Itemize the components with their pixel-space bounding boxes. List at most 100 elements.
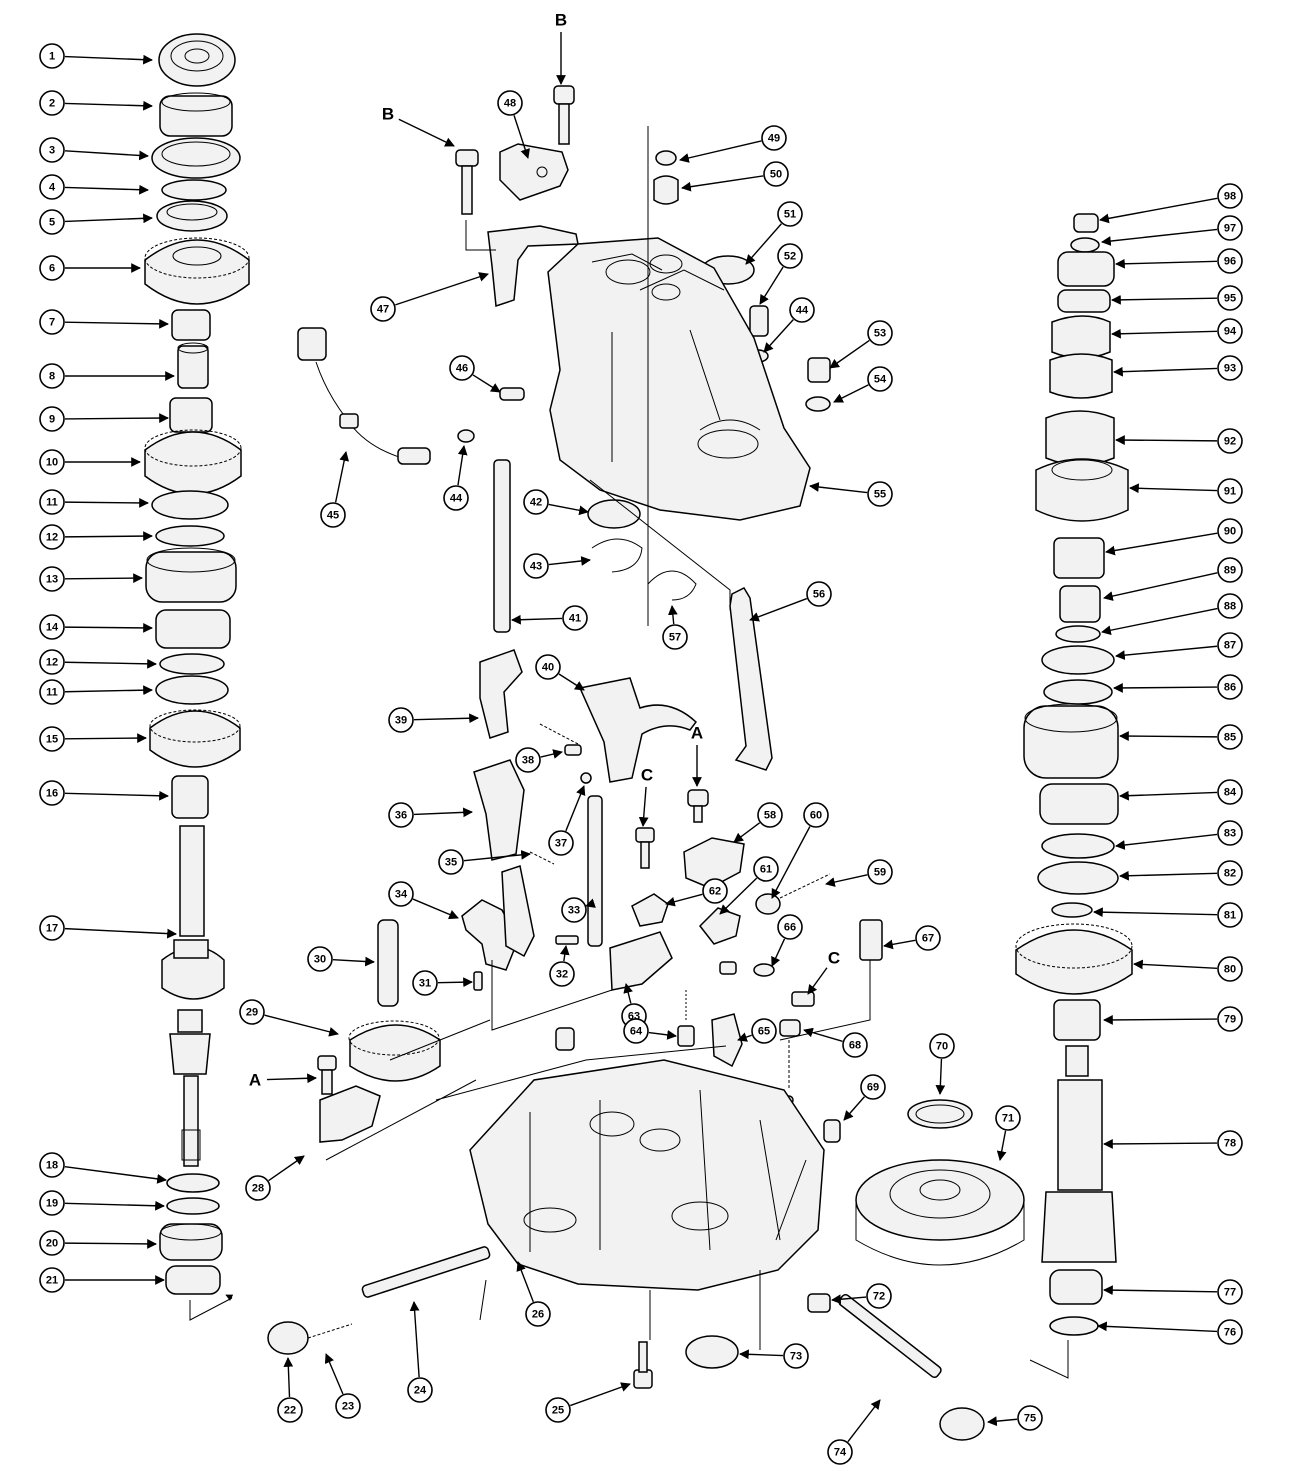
leader-arrow bbox=[548, 503, 589, 516]
callout-number: 87 bbox=[1224, 640, 1236, 652]
callout-number: 61 bbox=[760, 864, 772, 876]
callout-number: 35 bbox=[445, 857, 457, 869]
callout-circle bbox=[239, 999, 265, 1025]
leader-arrow bbox=[648, 1030, 677, 1040]
leader-arrow bbox=[395, 272, 489, 306]
callout-number: 68 bbox=[849, 1040, 861, 1052]
leader-arrow bbox=[1115, 833, 1218, 850]
callout-circle bbox=[915, 925, 941, 951]
leader-arrow bbox=[413, 713, 479, 724]
callout-circle bbox=[1217, 820, 1243, 846]
callout-number: 97 bbox=[1224, 223, 1236, 235]
callout-circle bbox=[1217, 902, 1243, 928]
callout-number: 58 bbox=[764, 810, 776, 822]
callout-circle bbox=[751, 1018, 777, 1044]
callout-circle bbox=[39, 363, 65, 389]
callout-circle bbox=[777, 914, 803, 940]
callout-circle bbox=[827, 1439, 853, 1465]
callout-circle bbox=[1217, 428, 1243, 454]
callout-circle bbox=[777, 201, 803, 227]
callout-number: 26 bbox=[532, 1309, 544, 1321]
callout-number: 31 bbox=[419, 978, 431, 990]
callout-number: 62 bbox=[709, 886, 721, 898]
callout-number: 81 bbox=[1224, 910, 1236, 922]
leader-arrow bbox=[667, 605, 678, 625]
callout-number: 24 bbox=[414, 1385, 427, 1397]
callout-circle bbox=[1217, 1130, 1243, 1156]
callout-number: 30 bbox=[314, 954, 326, 966]
callout-number: 44 bbox=[796, 305, 809, 317]
leader-arrow bbox=[516, 1261, 534, 1303]
callout-number: 11 bbox=[46, 497, 58, 509]
leader-arrow bbox=[833, 384, 869, 403]
callout-number: 85 bbox=[1224, 732, 1236, 744]
leader-arrow bbox=[413, 807, 473, 818]
callout-number: 57 bbox=[669, 632, 681, 644]
leader-arrow bbox=[64, 1166, 167, 1184]
callout-number: 43 bbox=[530, 561, 542, 573]
callout-number: 12 bbox=[46, 657, 58, 669]
leader-arrow bbox=[64, 184, 149, 195]
leader-arrow bbox=[829, 339, 870, 369]
callout-number: 33 bbox=[568, 905, 580, 917]
callout-number: 84 bbox=[1224, 787, 1237, 799]
callout-number: 39 bbox=[395, 715, 407, 727]
callout-number: 34 bbox=[395, 889, 408, 901]
leader-arrow bbox=[334, 451, 350, 503]
callout-circle bbox=[995, 1105, 1021, 1131]
callout-circle bbox=[1217, 183, 1243, 209]
leader-arrow bbox=[268, 1155, 305, 1182]
callout-number: 7 bbox=[49, 317, 55, 329]
callout-circle bbox=[1217, 1006, 1243, 1032]
callout-number: 76 bbox=[1224, 1327, 1236, 1339]
callout-number: 54 bbox=[874, 374, 887, 386]
leader-arrow bbox=[64, 573, 143, 583]
leader-arrow bbox=[264, 1014, 339, 1037]
callout-number: 66 bbox=[784, 922, 796, 934]
callout-number: 28 bbox=[252, 1183, 264, 1195]
callout-number: 48 bbox=[504, 98, 516, 110]
leader-arrow bbox=[825, 874, 868, 887]
callout-circle bbox=[1217, 779, 1243, 805]
leader-arrow bbox=[1101, 607, 1218, 636]
leader-arrow bbox=[1115, 645, 1218, 661]
callout-circle bbox=[867, 481, 893, 507]
callout-circle bbox=[39, 915, 65, 941]
callout-circle bbox=[39, 1190, 65, 1216]
leader-arrow bbox=[1119, 790, 1218, 801]
callout-number: 77 bbox=[1224, 1287, 1236, 1299]
leader-arrow bbox=[1113, 683, 1218, 693]
leader-arrow bbox=[472, 374, 501, 393]
leader-arrow bbox=[64, 413, 169, 423]
callout-circle bbox=[307, 946, 333, 972]
leader-arrow bbox=[332, 956, 375, 967]
callout-number: 15 bbox=[46, 734, 58, 746]
callout-number: 74 bbox=[834, 1447, 847, 1459]
leader-arrow bbox=[1119, 731, 1218, 741]
callout-number: 29 bbox=[246, 1007, 258, 1019]
callout-number: 79 bbox=[1224, 1014, 1236, 1026]
callout-number: 47 bbox=[377, 304, 389, 316]
callout-circle bbox=[867, 366, 893, 392]
callout-number: 4 bbox=[49, 182, 56, 194]
leader-arrows bbox=[64, 32, 1218, 1443]
callout-circle bbox=[702, 878, 728, 904]
leader-arrow bbox=[1093, 907, 1218, 918]
callout-circle bbox=[39, 726, 65, 752]
leader-arrow bbox=[1101, 228, 1218, 246]
callout-number: 64 bbox=[630, 1026, 643, 1038]
leader-arrow bbox=[1113, 366, 1218, 377]
callout-number: 6 bbox=[49, 263, 55, 275]
leader-arrow bbox=[719, 877, 758, 915]
callout-number: 2 bbox=[49, 98, 55, 110]
callout-circle bbox=[438, 849, 464, 875]
leader-arrow bbox=[64, 150, 149, 161]
callout-circle bbox=[39, 566, 65, 592]
callout-number: 46 bbox=[456, 363, 468, 375]
callout-circle bbox=[39, 406, 65, 432]
callout-number: 9 bbox=[49, 414, 55, 426]
leader-arrow bbox=[847, 1399, 881, 1443]
